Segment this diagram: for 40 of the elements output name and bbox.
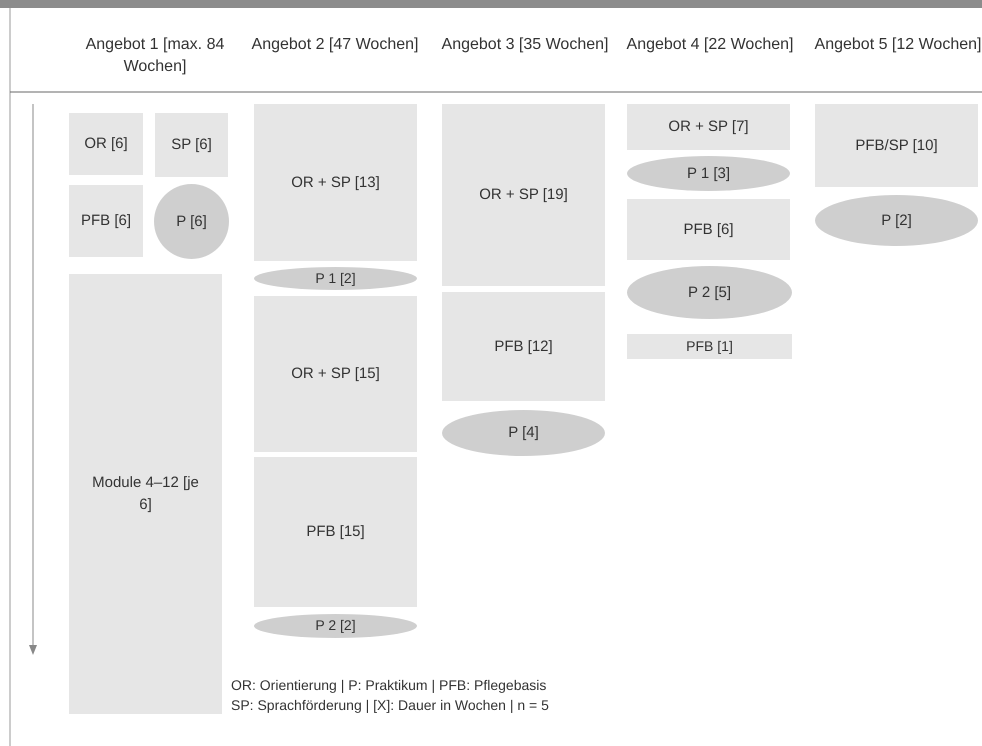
module-box [815, 104, 978, 187]
module-box [69, 113, 143, 175]
module-box [442, 292, 605, 401]
node-label: P 1 [3] [686, 164, 730, 184]
node-label: PFB [15] [306, 522, 365, 542]
column-header: Angebot 5 [12 Wochen] [814, 35, 982, 55]
node-label: PFB/SP [10] [855, 136, 938, 156]
module-box [254, 104, 417, 261]
module-box [442, 104, 605, 286]
node-label: PFB [6] [683, 220, 734, 240]
module-box [627, 334, 792, 359]
node-label: OR + SP [19] [479, 185, 568, 206]
node-label: OR + SP [15] [291, 364, 380, 384]
node-label: OR + SP [7] [668, 117, 749, 138]
node-label: PFB [12] [494, 336, 553, 357]
node-label: P 2 [5] [688, 282, 732, 303]
node-label: P [4] [508, 423, 539, 444]
module-box [627, 199, 790, 260]
module-box [69, 185, 143, 257]
column-header: Angebot 1 [max. 84 Wochen] [84, 35, 226, 77]
column-header: Angebot 3 [35 Wochen] [440, 35, 610, 55]
node-label: PFB [6] [80, 211, 132, 232]
node-label: OR + SP [13] [291, 172, 380, 193]
legend-note: OR: Orientierung | P: Praktikum | PFB: Pflegebasis [231, 677, 546, 693]
module-box [254, 296, 417, 452]
column-header: Angebot 4 [22 Wochen] [626, 35, 794, 55]
node-label: P [2] [881, 210, 912, 231]
node-label: P [6] [176, 212, 207, 232]
module-box [155, 113, 228, 177]
node-label: Module 4–12 [je 6] [91, 473, 200, 515]
column-header: Angebot 2 [47 Wochen] [250, 35, 420, 55]
module-box [69, 274, 222, 714]
node-label: SP [6] [171, 135, 212, 156]
node-label: OR [6] [84, 134, 128, 154]
node-label: P 1 [2] [315, 270, 356, 286]
module-box [627, 104, 790, 150]
legend-note: SP: Sprachförderung | [X]: Dauer in Wochen | n = 5 [231, 697, 549, 713]
module-box [254, 457, 417, 607]
node-label: P 2 [2] [315, 618, 356, 634]
node-label: PFB [1] [686, 338, 733, 354]
